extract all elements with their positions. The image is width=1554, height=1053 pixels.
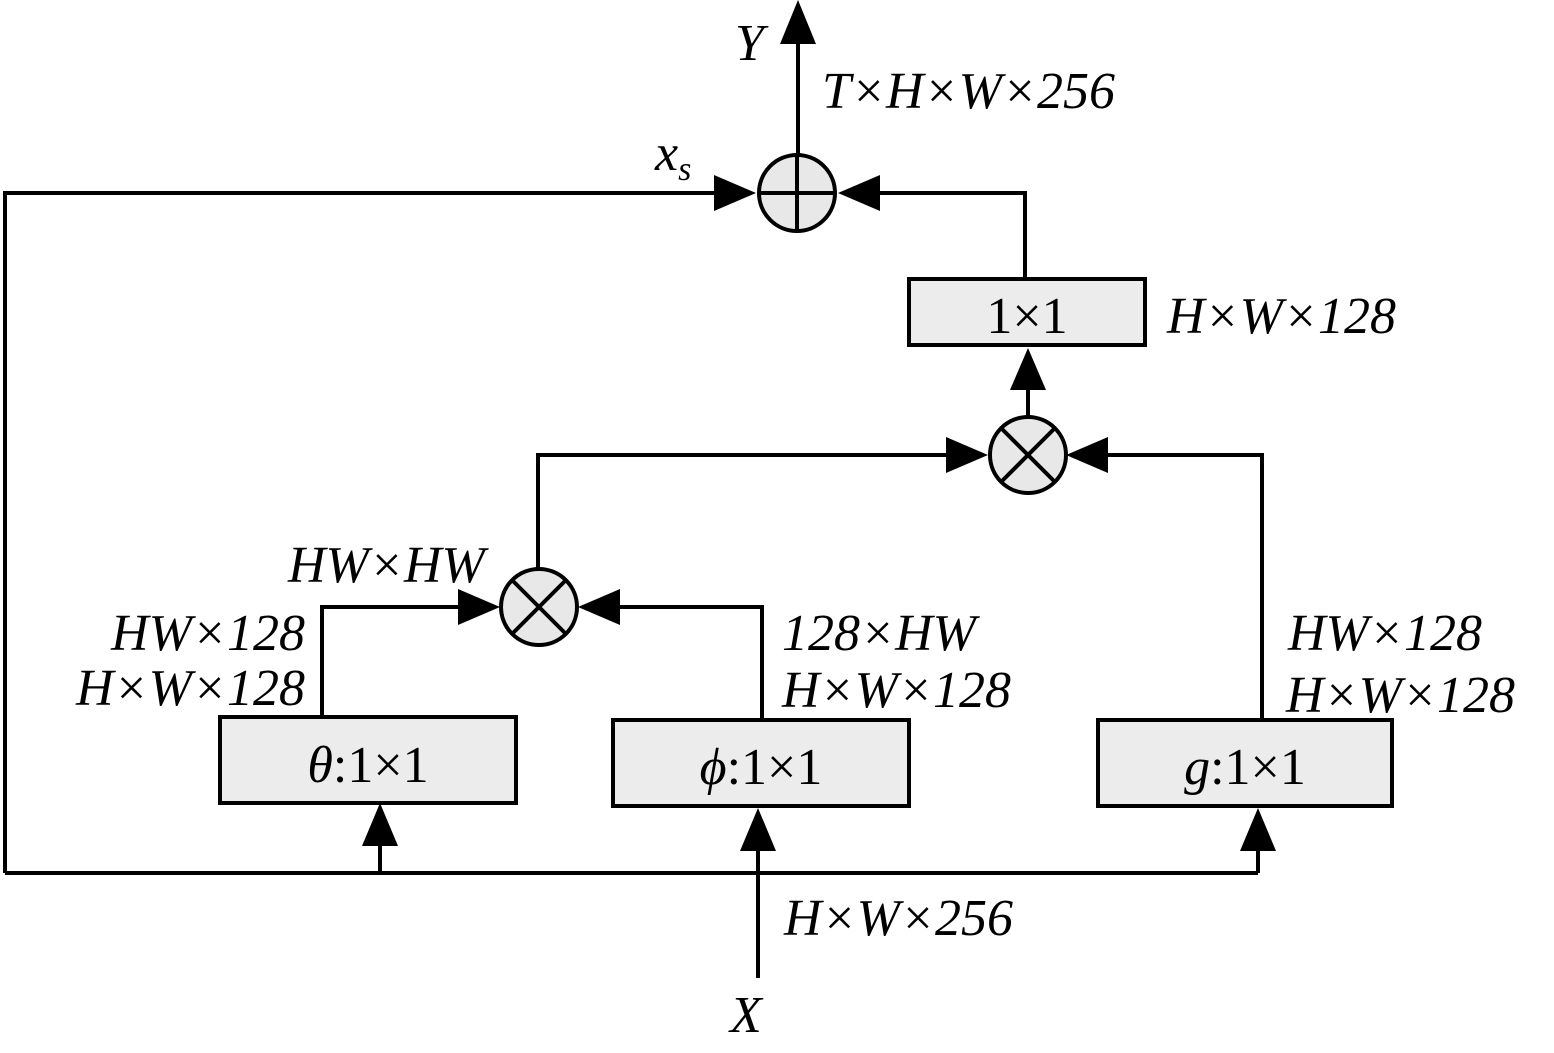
g-conv-block: g:1×1 bbox=[1096, 718, 1394, 808]
attention-wire bbox=[536, 453, 950, 570]
arrowhead-attention bbox=[946, 437, 988, 473]
phi-conv-label: :1×1 bbox=[727, 739, 823, 796]
phi-shape-label-1: 128×HW bbox=[782, 605, 981, 662]
svg-text:ϕ:1×1: ϕ:1×1 bbox=[700, 739, 823, 796]
arrowhead-out-conv bbox=[838, 175, 880, 211]
arrowhead-phi-in bbox=[740, 808, 776, 851]
output-conv-shape-label: H×W×128 bbox=[1166, 288, 1396, 345]
theta-conv-block: θ:1×1 bbox=[218, 715, 518, 805]
phi-conv-block: ϕ:1×1 bbox=[611, 718, 911, 808]
theta-shape-label-1: HW×128 bbox=[110, 605, 305, 662]
g-conv-label: :1×1 bbox=[1210, 739, 1306, 796]
arrowhead-theta-out bbox=[458, 589, 500, 625]
output-shape-label: T×H×W×256 bbox=[822, 63, 1115, 120]
svg-text:g:1×1: g:1×1 bbox=[1184, 739, 1306, 796]
svg-text:θ:1×1: θ:1×1 bbox=[307, 737, 428, 794]
g-output-wire bbox=[1104, 453, 1264, 720]
g-shape-label-1: HW×128 bbox=[1287, 605, 1482, 662]
theta-output-wire bbox=[320, 605, 464, 715]
phi-output-wire bbox=[616, 605, 764, 720]
theta-conv-label: :1×1 bbox=[333, 737, 429, 794]
output-conv-block: 1×1 bbox=[907, 277, 1147, 347]
theta-symbol: θ bbox=[307, 737, 333, 794]
phi-shape-label-2: H×W×128 bbox=[781, 662, 1011, 719]
multiply-node-upper bbox=[988, 415, 1068, 495]
multiply-node-lower bbox=[499, 567, 579, 647]
arrowhead-output bbox=[780, 0, 816, 44]
arrowhead-to-out-conv bbox=[1010, 348, 1046, 390]
arrowhead-g bbox=[1066, 437, 1108, 473]
sum-node bbox=[757, 153, 837, 233]
output-label: Y bbox=[735, 15, 769, 72]
skip-connection-wire bbox=[3, 191, 720, 873]
out-conv-wire bbox=[874, 191, 1027, 279]
output-conv-label: 1×1 bbox=[986, 288, 1067, 345]
attention-shape-label: HW×HW bbox=[287, 537, 490, 594]
arrowhead-phi-out bbox=[578, 589, 620, 625]
input-label: X bbox=[728, 987, 764, 1044]
phi-symbol: ϕ bbox=[700, 739, 727, 796]
arrowhead-skip bbox=[714, 175, 756, 211]
arrowhead-theta-in bbox=[362, 803, 398, 846]
input-shape-label: H×W×256 bbox=[783, 890, 1013, 947]
g-symbol: g bbox=[1184, 739, 1210, 796]
skip-label: xs bbox=[654, 125, 691, 188]
arrowhead-g-in bbox=[1240, 808, 1276, 851]
g-shape-label-2: H×W×128 bbox=[1285, 667, 1515, 724]
theta-shape-label-2: H×W×128 bbox=[75, 660, 305, 717]
